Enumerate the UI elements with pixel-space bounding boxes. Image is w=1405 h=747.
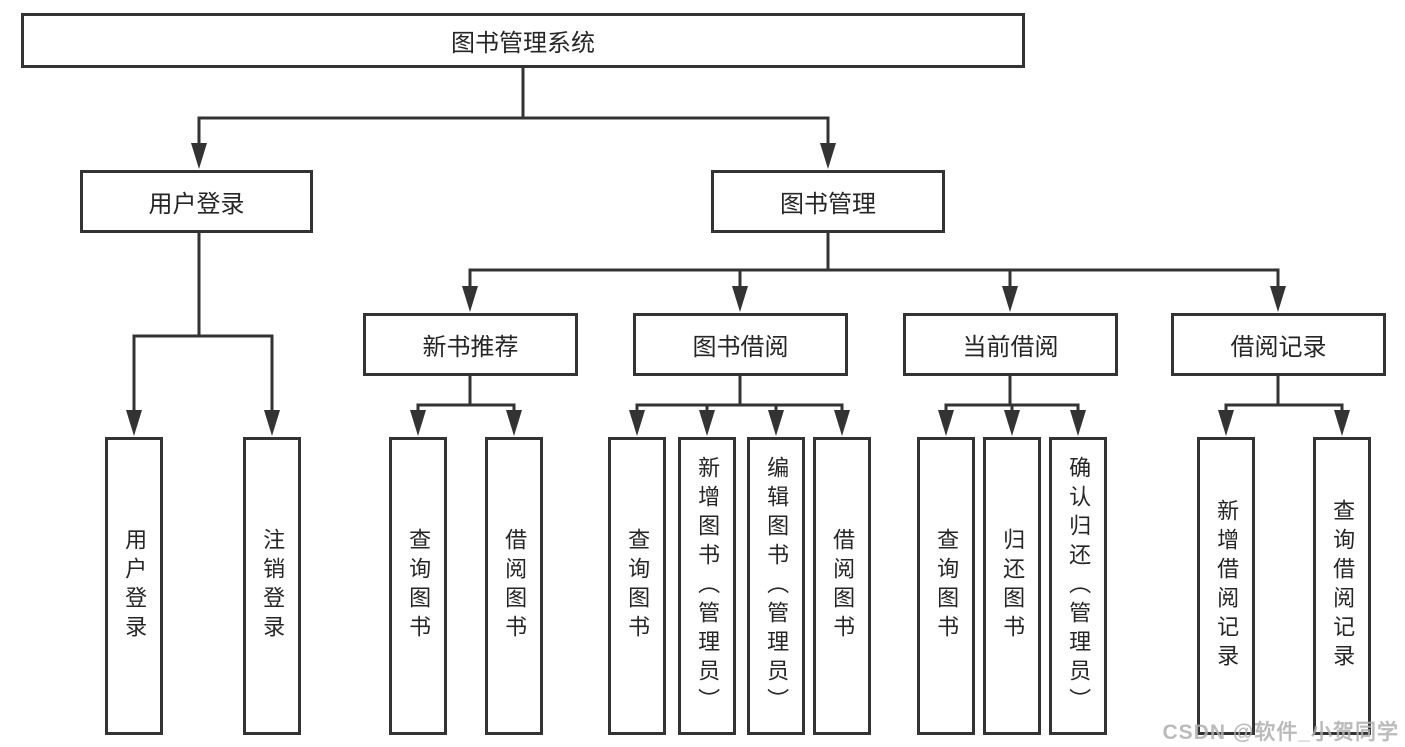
node-book-borrow: 图书借阅 <box>633 313 848 376</box>
leaf-borrow-book: 借阅图书 <box>813 437 871 735</box>
leaf-confirm-return-admin-label: 确认归还（管理员） <box>1066 455 1092 717</box>
leaf-logout-label: 注销登录 <box>260 528 286 644</box>
node-user-login-label: 用户登录 <box>148 191 245 218</box>
connector-currentborrow-to-leaves <box>944 376 1080 412</box>
leaf-borrow-add-admin-label: 新增图书（管理员） <box>695 455 721 717</box>
arrowheads-userlogin-leaves <box>126 410 280 436</box>
node-root: 图书管理系统 <box>21 13 1025 68</box>
node-book-management-label: 图书管理 <box>780 191 876 218</box>
leaf-record-query-label: 查询借阅记录 <box>1330 499 1356 673</box>
node-book-management: 图书管理 <box>711 170 945 233</box>
node-new-book-recommend-label: 新书推荐 <box>422 334 519 361</box>
leaf-confirm-return-admin: 确认归还（管理员） <box>1049 437 1107 735</box>
node-current-borrow: 当前借阅 <box>903 313 1118 376</box>
leaf-borrow-query: 查询图书 <box>608 437 666 735</box>
leaf-newbook-borrow: 借阅图书 <box>485 437 543 735</box>
leaf-newbook-query: 查询图书 <box>389 437 447 735</box>
arrowheads-bookborrow-leaves <box>629 410 850 436</box>
watermark: CSDN @软件_小贺同学 <box>1162 721 1399 744</box>
leaf-return-book-label: 归还图书 <box>1000 528 1026 644</box>
leaf-record-query: 查询借阅记录 <box>1313 437 1371 735</box>
leaf-borrow-book-label: 借阅图书 <box>830 528 856 644</box>
leaf-user-login: 用户登录 <box>105 437 163 735</box>
node-book-borrow-label: 图书借阅 <box>692 334 789 361</box>
leaf-newbook-query-label: 查询图书 <box>406 528 432 644</box>
node-current-borrow-label: 当前借阅 <box>962 334 1059 361</box>
leaf-record-add: 新增借阅记录 <box>1197 437 1255 735</box>
node-root-label: 图书管理系统 <box>451 30 595 57</box>
connector-bookmgmt-to-level3 <box>468 233 1280 288</box>
connector-bookborrow-to-leaves <box>635 376 844 412</box>
leaf-borrow-add-admin: 新增图书（管理员） <box>678 437 736 735</box>
arrowheads-currentborrow-leaves <box>938 410 1086 436</box>
arrowheads-level2 <box>191 143 836 169</box>
arrowheads-newbook-leaves <box>410 410 522 436</box>
leaf-return-book: 归还图书 <box>983 437 1041 735</box>
node-borrow-record: 借阅记录 <box>1171 313 1386 376</box>
leaf-borrow-edit-admin: 编辑图书（管理员） <box>747 437 805 735</box>
leaf-record-add-label: 新增借阅记录 <box>1214 499 1240 673</box>
connector-borrowrecord-to-leaves <box>1224 376 1344 412</box>
arrowheads-borrowrecord-leaves <box>1218 410 1350 436</box>
leaf-current-query: 查询图书 <box>917 437 975 735</box>
leaf-borrow-edit-admin-label: 编辑图书（管理员） <box>764 455 790 717</box>
arrowheads-level3 <box>462 286 1286 312</box>
connector-userlogin-to-leaves <box>132 233 274 412</box>
leaf-logout: 注销登录 <box>243 437 301 735</box>
connector-root-to-level2 <box>197 68 830 145</box>
leaf-borrow-query-label: 查询图书 <box>625 528 651 644</box>
node-new-book-recommend: 新书推荐 <box>363 313 578 376</box>
node-borrow-record-label: 借阅记录 <box>1230 334 1327 361</box>
connector-newbook-to-leaves <box>416 376 516 412</box>
leaf-newbook-borrow-label: 借阅图书 <box>502 528 528 644</box>
node-user-login: 用户登录 <box>80 170 313 233</box>
leaf-user-login-label: 用户登录 <box>122 528 148 644</box>
leaf-current-query-label: 查询图书 <box>934 528 960 644</box>
